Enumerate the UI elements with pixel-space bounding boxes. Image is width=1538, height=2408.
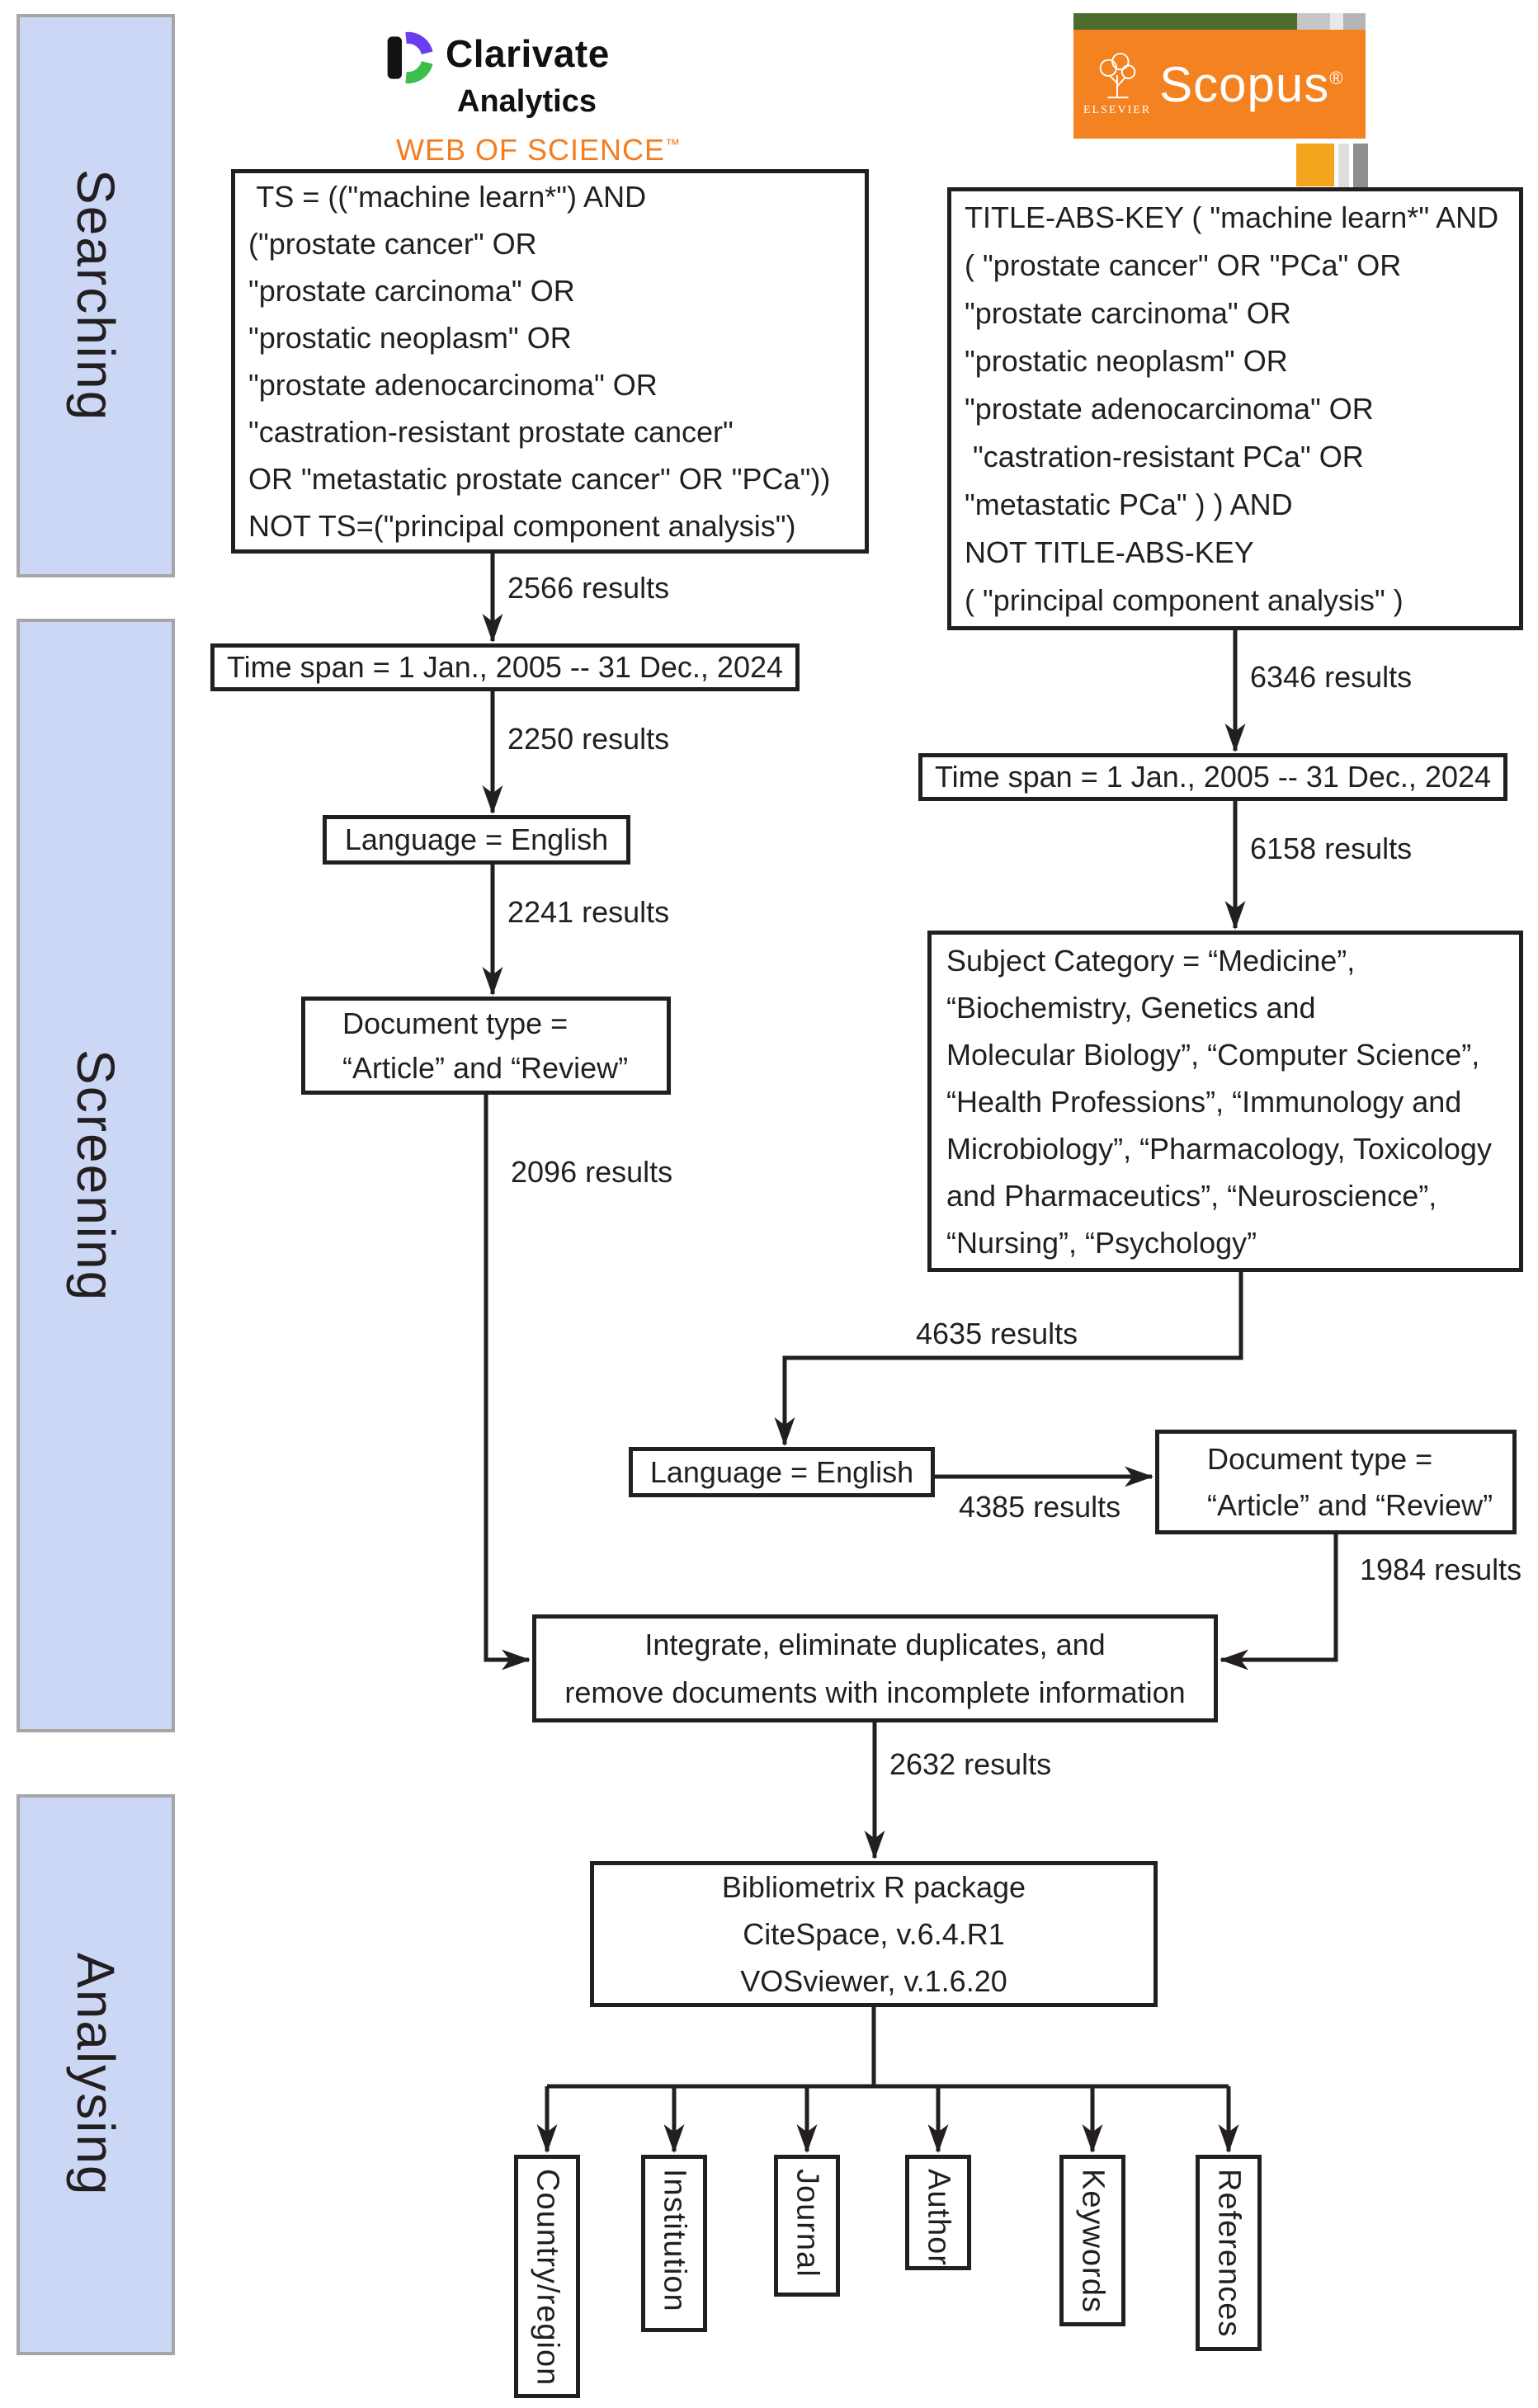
trademark-symbol: ™ xyxy=(665,136,682,153)
wos-language-box: Language = English xyxy=(323,815,630,865)
tools-text: Bibliometrix R package CiteSpace, v.6.4.… xyxy=(721,1870,1026,1998)
scopus-gray-bar-2 xyxy=(1330,13,1343,30)
web-of-science-label: WEB OF SCIENCE™ xyxy=(396,133,681,167)
scopus-results-after-language: 4385 results xyxy=(959,1490,1121,1524)
phase-searching: Searching xyxy=(17,14,175,577)
registered-symbol: ® xyxy=(1329,67,1344,88)
wos-timespan-box: Time span = 1 Jan., 2005 -- 31 Dec., 202… xyxy=(210,643,800,691)
output-author-box: Author xyxy=(905,2155,971,2270)
scopus-orange-panel: ELSEVIER Scopus® xyxy=(1073,30,1366,139)
output-keywords-box: Keywords xyxy=(1059,2155,1125,2326)
scopus-doctype-text: Document type = “Article” and “Review” xyxy=(1207,1441,1493,1522)
elsevier-tree-icon xyxy=(1099,52,1136,99)
output-country-region-box: Country/region xyxy=(514,2155,580,2398)
output-author-label: Author xyxy=(921,2169,956,2266)
scopus-amber-block xyxy=(1296,144,1334,186)
scopus-doctype-box: Document type = “Article” and “Review” xyxy=(1155,1430,1517,1534)
phase-searching-label: Searching xyxy=(66,169,125,422)
wos-doctype-text: Document type = “Article” and “Review” xyxy=(342,1006,629,1085)
scopus-timespan-box: Time span = 1 Jan., 2005 -- 31 Dec., 202… xyxy=(918,753,1507,801)
scopus-query-box: TITLE-ABS-KEY ( "machine learn*" AND ( "… xyxy=(947,187,1523,630)
integrate-text: Integrate, eliminate duplicates, and rem… xyxy=(564,1627,1186,1709)
scopus-brand: Scopus® xyxy=(1159,56,1343,113)
tools-box: Bibliometrix R package CiteSpace, v.6.4.… xyxy=(590,1861,1158,2007)
merge-results: 2632 results xyxy=(889,1747,1052,1781)
scopus-green-bar xyxy=(1073,13,1297,30)
wos-results-after-language: 2241 results xyxy=(507,895,670,929)
wos-results-after-timespan: 2250 results xyxy=(507,722,670,756)
wos-query-box: TS = (("machine learn*") AND ("prostate … xyxy=(231,169,869,554)
clarivate-logo: Clarivate Analytics WEB OF SCIENCE™ xyxy=(386,31,681,167)
scopus-timespan-text: Time span = 1 Jan., 2005 -- 31 Dec., 202… xyxy=(934,760,1492,794)
elsevier-label: ELSEVIER xyxy=(1083,104,1152,116)
scopus-gray-bar-1 xyxy=(1297,13,1330,30)
scopus-results-after-doctype: 1984 results xyxy=(1360,1553,1522,1586)
wos-doctype-box: Document type = “Article” and “Review” xyxy=(301,997,671,1095)
wos-timespan-text: Time span = 1 Jan., 2005 -- 31 Dec., 202… xyxy=(226,650,784,684)
mid-language-text: Language = English xyxy=(649,1454,914,1489)
output-references-box: References xyxy=(1196,2155,1262,2351)
elsevier-mark: ELSEVIER xyxy=(1083,51,1151,117)
scopus-results-after-search: 6346 results xyxy=(1250,660,1413,694)
wos-query-text: TS = (("machine learn*") AND ("prostate … xyxy=(248,180,831,543)
phase-analysing: Analysing xyxy=(17,1794,175,2355)
clarivate-brand: Clarivate xyxy=(446,32,610,75)
clarivate-icon xyxy=(387,31,433,84)
mid-language-box: Language = English xyxy=(629,1447,935,1497)
phase-analysing-label: Analysing xyxy=(66,1953,125,2197)
scopus-subject-box: Subject Category = “Medicine”, “Biochemi… xyxy=(927,931,1523,1272)
output-journal-label: Journal xyxy=(790,2169,825,2278)
output-references-label: References xyxy=(1211,2169,1247,2338)
wos-results-after-doctype: 2096 results xyxy=(511,1155,673,1189)
clarivate-subtitle: Analytics xyxy=(457,84,597,119)
phase-screening: Screening xyxy=(17,619,175,1732)
scopus-query-text: TITLE-ABS-KEY ( "machine learn*" AND ( "… xyxy=(965,200,1499,617)
scopus-lightgray-block xyxy=(1338,144,1349,191)
scopus-gray-bar-3 xyxy=(1343,13,1366,30)
scopus-results-after-subject: 4635 results xyxy=(916,1317,1078,1350)
wos-results-after-search: 2566 results xyxy=(507,571,670,605)
output-country-region-label: Country/region xyxy=(530,2169,565,2387)
output-institution-box: Institution xyxy=(641,2155,707,2332)
output-institution-label: Institution xyxy=(657,2169,692,2312)
scopus-text: Scopus xyxy=(1159,56,1330,112)
scopus-darkgray-block xyxy=(1353,144,1368,198)
phase-screening-label: Screening xyxy=(66,1048,125,1303)
scopus-subject-text: Subject Category = “Medicine”, “Biochemi… xyxy=(946,943,1492,1260)
web-of-science-text: WEB OF SCIENCE xyxy=(396,133,666,167)
output-journal-box: Journal xyxy=(774,2155,840,2297)
integrate-box: Integrate, eliminate duplicates, and rem… xyxy=(532,1614,1218,1722)
output-keywords-label: Keywords xyxy=(1075,2169,1111,2313)
scopus-results-after-timespan: 6158 results xyxy=(1250,832,1413,865)
wos-language-text: Language = English xyxy=(344,822,609,856)
scopus-logo: ELSEVIER Scopus® xyxy=(1073,13,1368,205)
